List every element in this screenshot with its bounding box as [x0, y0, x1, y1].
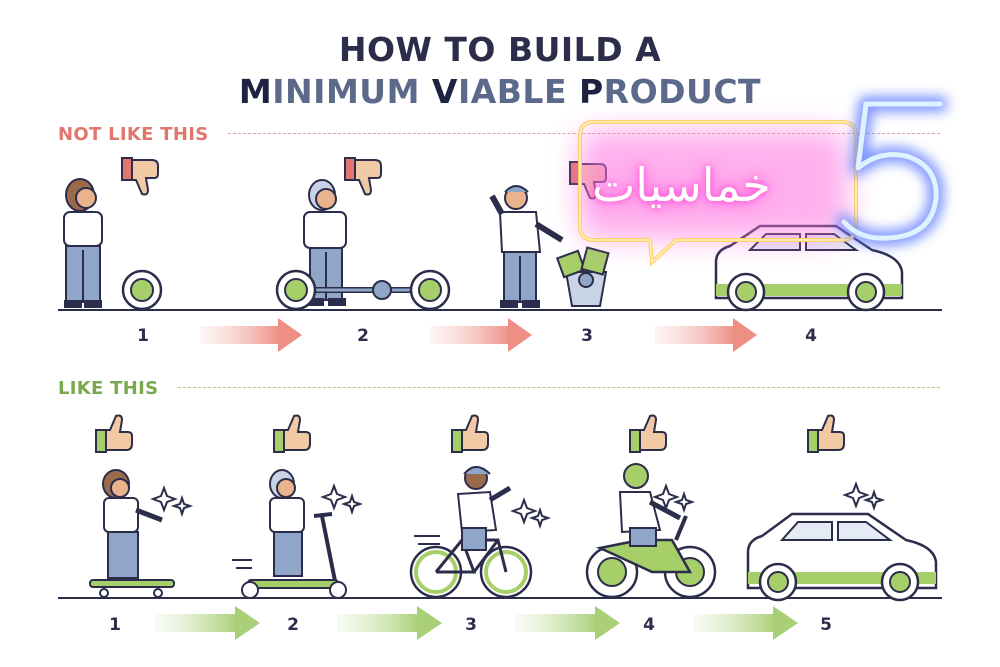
- arrow-top-1: [200, 318, 302, 352]
- arrow-bottom-2: [337, 606, 442, 640]
- sparkle-icon: [510, 497, 538, 525]
- title-accent-m: M: [238, 72, 273, 111]
- thumbs-up-icon: [451, 414, 489, 453]
- neon-number-glow: [836, 96, 948, 247]
- arrow-top-3: [655, 318, 757, 352]
- wheel-icon: [121, 269, 163, 311]
- sparkle-icon: [320, 483, 348, 511]
- step-number-top-3: 3: [581, 326, 593, 346]
- arrow-bottom-4: [693, 606, 798, 640]
- arrow-bottom-3: [515, 606, 620, 640]
- step-number-top-2: 2: [357, 326, 369, 346]
- bicycle-rider-figure: [409, 466, 533, 599]
- step-number-bottom-4: 4: [643, 615, 655, 635]
- person-figure: [303, 179, 347, 306]
- neon-number-stroke: [841, 101, 943, 241]
- sparkle-icon: [842, 481, 870, 509]
- not-like-this-divider: [228, 133, 940, 134]
- step-number-top-1: 1: [137, 326, 149, 346]
- neon-logo-watermark: [578, 96, 948, 267]
- not-like-this-label: NOT LIKE THIS: [58, 124, 209, 145]
- axle-wheels-icon: [275, 269, 451, 311]
- thumbs-up-icon: [95, 414, 133, 453]
- like-this-divider: [178, 387, 940, 388]
- title-line-1: HOW TO BUILD A: [338, 30, 662, 69]
- person-figure: [489, 185, 564, 308]
- step-number-top-4: 4: [805, 326, 817, 346]
- step-number-bottom-3: 3: [465, 615, 477, 635]
- arrow-bottom-1: [155, 606, 260, 640]
- motorcycle-rider-figure: [585, 463, 717, 599]
- title-accent-p: P: [578, 72, 604, 111]
- title-part-inimum: INIMUM: [272, 72, 432, 111]
- thumbs-up-icon: [629, 414, 667, 453]
- sparkle-icon: [150, 485, 178, 513]
- step-number-bottom-2: 2: [287, 615, 299, 635]
- arrow-top-2: [430, 318, 532, 352]
- sparkle-icon: [862, 488, 886, 512]
- title-accent-v: V: [431, 72, 458, 111]
- scooter-rider-figure: [232, 469, 347, 599]
- skateboard-rider-figure: [89, 469, 175, 598]
- sparkle-icon: [340, 492, 364, 516]
- person-figure: [63, 178, 103, 308]
- sparkle-icon: [652, 483, 680, 511]
- sparkle-icon: [528, 506, 552, 530]
- title-part-iable: IABLE: [457, 72, 579, 111]
- car-icon: [746, 512, 938, 602]
- title-line-2: MINIMUM VIABLE PRODUCT: [0, 72, 1000, 111]
- logo-arabic-text: خماسيات: [592, 158, 771, 212]
- sparkle-icon: [170, 494, 194, 518]
- thumbs-down-icon: [344, 157, 382, 196]
- thumbs-up-icon: [273, 414, 311, 453]
- sparkle-icon: [672, 490, 696, 514]
- step-number-bottom-5: 5: [820, 615, 832, 635]
- thumbs-up-icon: [807, 414, 845, 453]
- broken-parts-bin-icon: [555, 246, 610, 307]
- title-part-roduct: RODUCT: [603, 72, 762, 111]
- step-number-bottom-1: 1: [109, 615, 121, 635]
- thumbs-down-icon: [121, 157, 159, 196]
- like-this-label: LIKE THIS: [58, 378, 159, 399]
